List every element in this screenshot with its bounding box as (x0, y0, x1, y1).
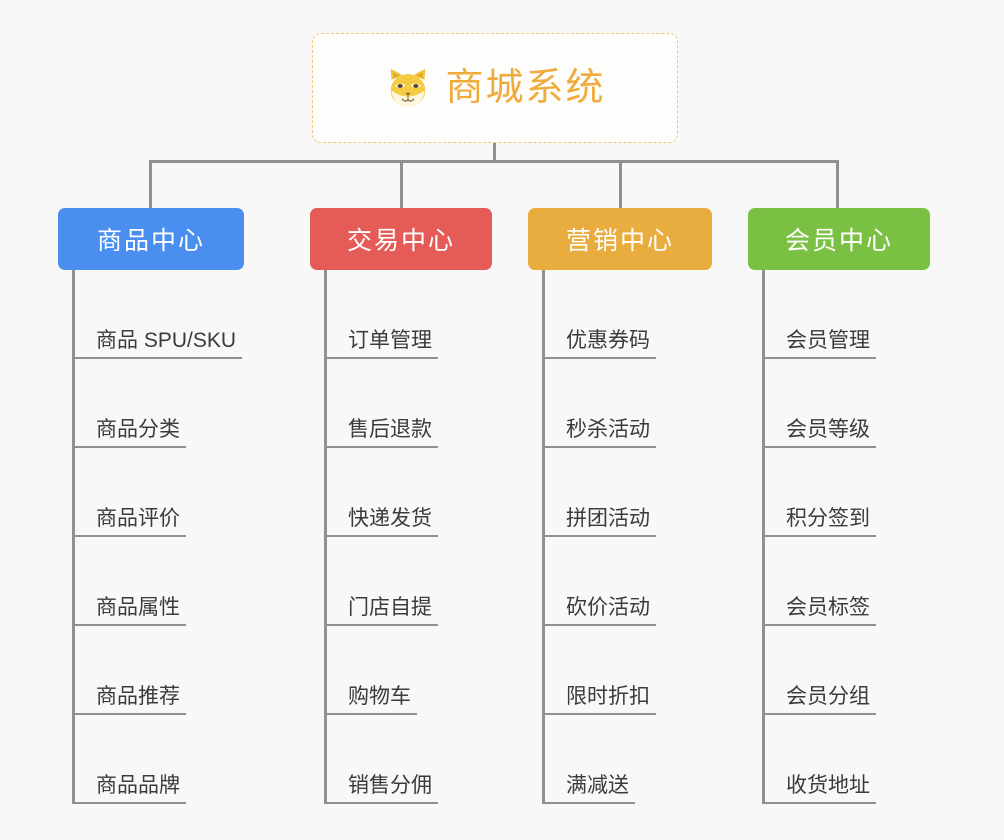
child-label: 商品评价 (72, 507, 186, 537)
child-label: 拼团活动 (542, 507, 656, 537)
child-label: 商品属性 (72, 596, 186, 626)
branch-product-center: 商品中心 商品 SPU/SKU 商品分类 商品评价 商品属性 商品推荐 商品品牌 (58, 208, 244, 804)
list-item[interactable]: 购物车 (324, 626, 438, 715)
branch-header-product-center[interactable]: 商品中心 (58, 208, 244, 270)
child-label: 秒杀活动 (542, 418, 656, 448)
shiba-dog-face-icon (384, 65, 432, 113)
child-label: 会员等级 (762, 418, 876, 448)
list-item[interactable]: 砍价活动 (542, 537, 656, 626)
child-label: 会员标签 (762, 596, 876, 626)
list-item[interactable]: 商品属性 (72, 537, 242, 626)
branch-trade-center: 交易中心 订单管理 售后退款 快递发货 门店自提 购物车 销售分佣 (310, 208, 492, 804)
list-item[interactable]: 销售分佣 (324, 715, 438, 804)
branch-children-member-center: 会员管理 会员等级 积分签到 会员标签 会员分组 收货地址 (762, 270, 876, 804)
child-label: 商品品牌 (72, 774, 186, 804)
child-label: 售后退款 (324, 418, 438, 448)
child-label: 购物车 (324, 685, 417, 715)
child-label: 快递发货 (324, 507, 438, 537)
root-title: 商城系统 (445, 67, 606, 109)
connector-drop-trade-center (400, 160, 403, 208)
connector-root-stem (493, 143, 496, 163)
list-item[interactable]: 积分签到 (762, 448, 876, 537)
list-item[interactable]: 会员分组 (762, 626, 876, 715)
branch-children-trade-center: 订单管理 售后退款 快递发货 门店自提 购物车 销售分佣 (324, 270, 438, 804)
child-label: 优惠券码 (542, 329, 656, 359)
list-item[interactable]: 会员管理 (762, 270, 876, 359)
list-item[interactable]: 门店自提 (324, 537, 438, 626)
connector-drop-member-center (836, 160, 839, 208)
branch-spine (72, 270, 75, 804)
list-item[interactable]: 拼团活动 (542, 448, 656, 537)
branch-header-label: 交易中心 (346, 227, 455, 255)
list-item[interactable]: 会员等级 (762, 359, 876, 448)
list-item[interactable]: 商品评价 (72, 448, 242, 537)
list-item[interactable]: 商品分类 (72, 359, 242, 448)
branch-children-marketing-center: 优惠券码 秒杀活动 拼团活动 砍价活动 限时折扣 满减送 (542, 270, 656, 804)
child-label: 满减送 (542, 774, 635, 804)
branch-header-marketing-center[interactable]: 营销中心 (528, 208, 712, 270)
child-label: 砍价活动 (542, 596, 656, 626)
list-item[interactable]: 秒杀活动 (542, 359, 656, 448)
connector-drop-product-center (149, 160, 152, 208)
child-label: 商品 SPU/SKU (72, 329, 243, 359)
branch-spine (324, 270, 327, 804)
branch-header-member-center[interactable]: 会员中心 (748, 208, 930, 270)
list-item[interactable]: 订单管理 (324, 270, 438, 359)
list-item[interactable]: 商品品牌 (72, 715, 242, 804)
child-label: 商品分类 (72, 418, 186, 448)
child-label: 会员管理 (762, 329, 876, 359)
connector-drop-marketing-center (619, 160, 622, 208)
child-label: 订单管理 (324, 329, 438, 359)
branch-marketing-center: 营销中心 优惠券码 秒杀活动 拼团活动 砍价活动 限时折扣 满减送 (528, 208, 712, 804)
branch-spine (762, 270, 765, 804)
child-label: 商品推荐 (72, 685, 186, 715)
root-node[interactable]: 商城系统 (312, 33, 678, 143)
list-item[interactable]: 商品 SPU/SKU (72, 270, 243, 359)
branch-header-label: 会员中心 (784, 227, 893, 255)
branch-member-center: 会员中心 会员管理 会员等级 积分签到 会员标签 会员分组 收货地址 (748, 208, 930, 804)
list-item[interactable]: 满减送 (542, 715, 656, 804)
branch-header-trade-center[interactable]: 交易中心 (310, 208, 492, 270)
branch-spine (542, 270, 545, 804)
branch-children-product-center: 商品 SPU/SKU 商品分类 商品评价 商品属性 商品推荐 商品品牌 (72, 270, 243, 804)
list-item[interactable]: 优惠券码 (542, 270, 656, 359)
child-label: 门店自提 (324, 596, 438, 626)
list-item[interactable]: 商品推荐 (72, 626, 242, 715)
child-label: 收货地址 (762, 774, 876, 804)
child-label: 会员分组 (762, 685, 876, 715)
list-item[interactable]: 收货地址 (762, 715, 876, 804)
connector-horizontal-bus (149, 160, 839, 163)
list-item[interactable]: 售后退款 (324, 359, 438, 448)
child-label: 积分签到 (762, 507, 876, 537)
list-item[interactable]: 快递发货 (324, 448, 438, 537)
list-item[interactable]: 会员标签 (762, 537, 876, 626)
branch-header-label: 商品中心 (96, 227, 205, 255)
child-label: 限时折扣 (542, 685, 656, 715)
child-label: 销售分佣 (324, 774, 438, 804)
list-item[interactable]: 限时折扣 (542, 626, 656, 715)
branch-header-label: 营销中心 (565, 227, 674, 255)
